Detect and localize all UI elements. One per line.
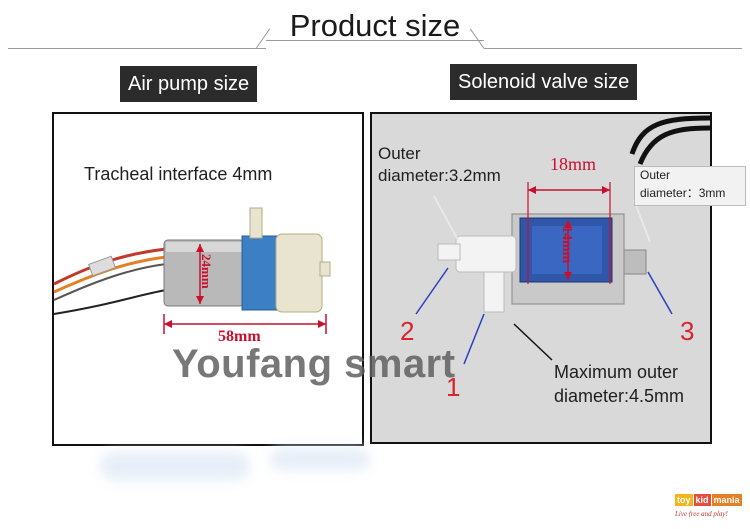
outer-diameter-left-line1: Outer	[378, 144, 421, 163]
brand-logo-mark: toy kid mania	[675, 494, 742, 506]
outer-diameter-right-line2: diameter：3mm	[640, 186, 726, 200]
valve-height-dim: 14mm	[559, 226, 574, 264]
page-title: Product size	[289, 8, 461, 43]
max-outer-diameter-line1: Maximum outer	[554, 362, 679, 382]
solenoid-valve-panel: Outer diameter:3.2mm 18mm 14mm Outer dia…	[370, 112, 746, 444]
port-3-label: 3	[680, 316, 695, 346]
solenoid-valve-size-label: Solenoid valve size	[450, 64, 638, 100]
air-pump-height-dim: 24mm	[199, 254, 214, 289]
outer-diameter-right-line1: Outer	[640, 168, 671, 182]
brand-logo: toy kid mania Live free and play!	[675, 494, 745, 528]
valve-width-dim: 18mm	[550, 154, 597, 174]
air-pump-length-dim: 58mm	[218, 328, 261, 345]
air-pump-panel: Tracheal interface 4mm 58mm 24mm	[52, 112, 364, 446]
outer-diameter-left-line2: diameter:3.2mm	[378, 166, 501, 185]
background-blur-left	[100, 452, 250, 480]
background-blur-right	[270, 448, 370, 470]
port-2-label: 2	[400, 316, 415, 346]
header-rule-left	[8, 48, 266, 49]
header-rule-right	[484, 48, 742, 49]
port-1-label: 1	[446, 372, 461, 402]
tracheal-interface-label: Tracheal interface 4mm	[84, 164, 273, 184]
watermark-text: Youfang smart	[172, 342, 456, 386]
header-rule-mid	[266, 40, 484, 41]
logo-letter-1: toy	[675, 494, 693, 506]
solenoid-valve-illustration	[372, 114, 711, 442]
outer-diameter-right-box	[634, 166, 746, 206]
air-pump-size-label: Air pump size	[120, 66, 258, 102]
max-outer-diameter-line2: diameter:4.5mm	[554, 386, 685, 406]
brand-tagline: Live free and play!	[675, 510, 728, 518]
logo-letter-3: mania	[711, 494, 742, 506]
air-pump-illustration	[53, 207, 331, 334]
logo-letter-2: kid	[693, 494, 711, 506]
